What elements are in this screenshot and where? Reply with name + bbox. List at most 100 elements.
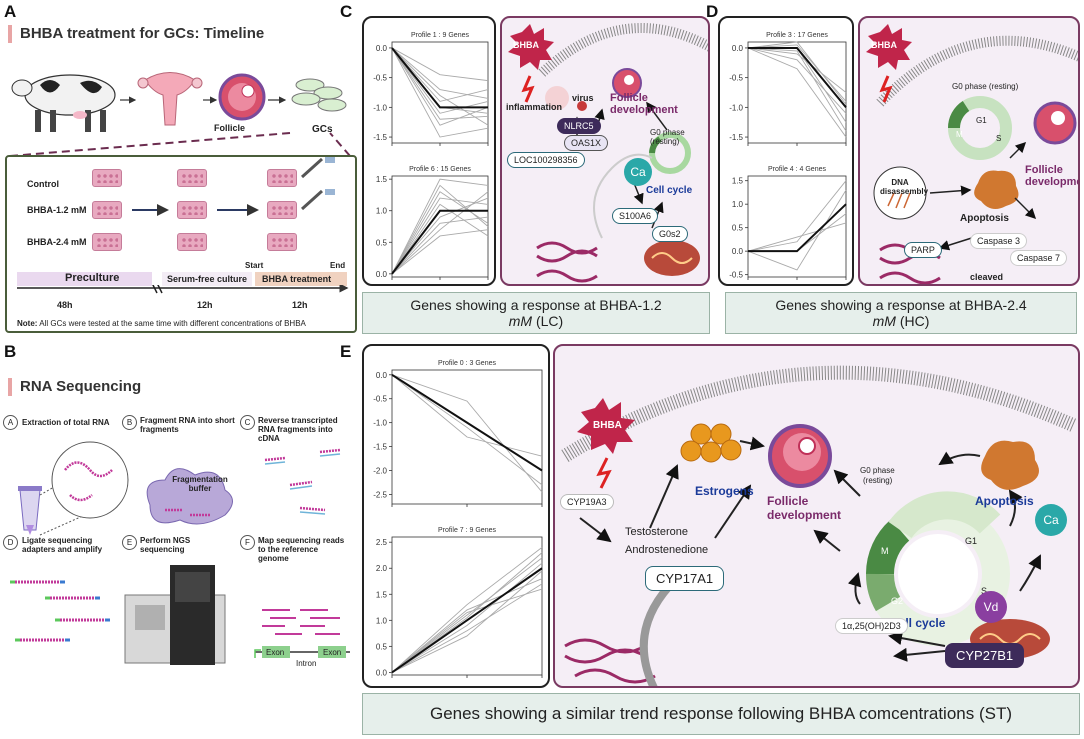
y-tick-label: -2.0 <box>373 467 387 476</box>
step-letter-b: B <box>122 415 137 430</box>
step-a-text: Extraction of total RNA <box>22 418 110 427</box>
y-tick-label: 1.5 <box>376 590 388 599</box>
panel-letter-a: A <box>4 2 17 21</box>
well-plate <box>177 201 207 219</box>
follicle-development-c: Follicle development <box>610 92 678 116</box>
y-tick-label: -1.0 <box>373 103 387 112</box>
panel-e-mechanism-drawing <box>561 365 1078 686</box>
plot-frame <box>747 41 847 144</box>
y-tick-label: 1.5 <box>376 175 388 184</box>
follicle-icon <box>218 73 266 121</box>
caption-d-code: (HC) <box>899 313 930 329</box>
gene-nlrc5: NLRC5 <box>557 118 601 134</box>
panel-c-mechanism-box: BHBA inflammation virus Follicle develop… <box>500 16 710 286</box>
profile-mean-line <box>391 567 543 674</box>
y-tick-label: -1.0 <box>729 103 743 112</box>
step-d-text: Ligate sequencing adapters and amplify <box>22 536 103 554</box>
gene-line <box>391 47 489 82</box>
gene-line <box>747 47 847 93</box>
gene-line <box>747 41 847 105</box>
ngs-sequencer-icon <box>124 565 226 665</box>
gene-line <box>391 578 543 673</box>
y-tick-label: 0.5 <box>732 224 744 233</box>
plate-arrows <box>132 157 335 216</box>
virus-label: virus <box>572 93 594 103</box>
condition-control: Control <box>27 179 59 189</box>
y-tick-label: -0.5 <box>729 74 743 83</box>
follicle-development-d: Follicle development <box>1025 164 1078 188</box>
exon-label-2: Exon <box>323 648 342 657</box>
y-tick-label: 0.0 <box>732 247 744 256</box>
caption-d-unit: mM <box>872 313 896 329</box>
exon-label-1: Exon <box>266 648 285 657</box>
petri-dishes-icon <box>291 78 347 112</box>
gene-line <box>391 47 489 126</box>
gcs-label: GCs <box>312 124 333 135</box>
chart-title: Profile 6 : 15 Genes <box>409 166 471 173</box>
gene-s100a6: S100A6 <box>612 208 659 224</box>
intron-label: Intron <box>296 659 317 668</box>
zoom-connector <box>9 132 351 157</box>
follicle-label: Follicle <box>214 123 246 133</box>
y-tick-label: 1.0 <box>376 207 388 216</box>
profile-0-chart: Profile 0 : 3 Genes0.0-0.5-1.0-1.5-2.0-2… <box>373 360 543 507</box>
y-tick-label: 0.0 <box>376 44 388 53</box>
phase-bhba-treatment: BHBA treatment <box>262 274 332 284</box>
gene-line <box>391 47 489 114</box>
gene-line <box>391 562 543 673</box>
g0-phase-e: G0 phase <box>860 466 895 475</box>
gene-line <box>747 180 847 252</box>
note-label: Note: <box>17 319 38 328</box>
caption-c-unit: mM <box>508 313 533 329</box>
gene-line <box>747 47 847 114</box>
step-letter-e: E <box>122 535 137 550</box>
step-f-text: Map sequencing reads to the reference ge… <box>258 536 345 563</box>
step-letter-d: D <box>3 535 18 550</box>
well-plate <box>92 233 122 251</box>
y-tick-label: 2.5 <box>376 538 388 547</box>
y-tick-label: -1.5 <box>729 133 743 142</box>
phase-serum-free: Serum-free culture <box>167 274 248 284</box>
y-tick-label: -0.5 <box>373 74 387 83</box>
cow-icon <box>11 74 116 132</box>
gene-line <box>391 197 489 275</box>
step-letter-c: C <box>240 415 255 430</box>
gene-line <box>391 557 543 673</box>
step-letter-a: A <box>3 415 18 430</box>
well-plate <box>267 201 297 219</box>
well-plate <box>92 201 122 219</box>
bhba-badge-d: BHBA <box>871 40 897 50</box>
y-tick-label: 0.0 <box>376 668 388 677</box>
apoptosis-label-d: Apoptosis <box>960 213 1009 224</box>
profile-mean-line <box>748 203 847 253</box>
parp-pill: PARP <box>904 242 942 258</box>
step-letter-f: F <box>240 535 255 550</box>
chart-title: Profile 4 : 4 Genes <box>768 166 826 173</box>
apoptosis-label-e: Apoptosis <box>975 494 1034 508</box>
gene-line <box>391 374 543 457</box>
vitamin-d-circle: Vd <box>975 591 1007 623</box>
caption-c-code: (LC) <box>535 313 564 329</box>
panel-e-mechanism-box: BHBA Estrogens Follicle development CYP1… <box>553 344 1080 688</box>
test-tube-icon <box>18 486 42 535</box>
well-plate <box>92 169 122 187</box>
well-plate <box>267 169 297 187</box>
y-tick-label: -0.5 <box>729 271 743 280</box>
profile-mean-line <box>391 209 488 275</box>
follicle-development-e: Follicle development <box>767 494 842 522</box>
g0-phase-d: G0 phase (resting) <box>952 82 1019 91</box>
phase-m-e: M <box>881 546 889 556</box>
androstenedione-label: Androstenedione <box>625 544 709 556</box>
step-c-text: Reverse transcripted RNA fragments into … <box>258 416 338 443</box>
gene-line <box>391 191 489 275</box>
condition-high: BHBA-2.4 mM <box>27 237 87 247</box>
y-tick-label: -1.0 <box>373 419 387 428</box>
gene-oas1x: OAS1X <box>564 135 609 151</box>
